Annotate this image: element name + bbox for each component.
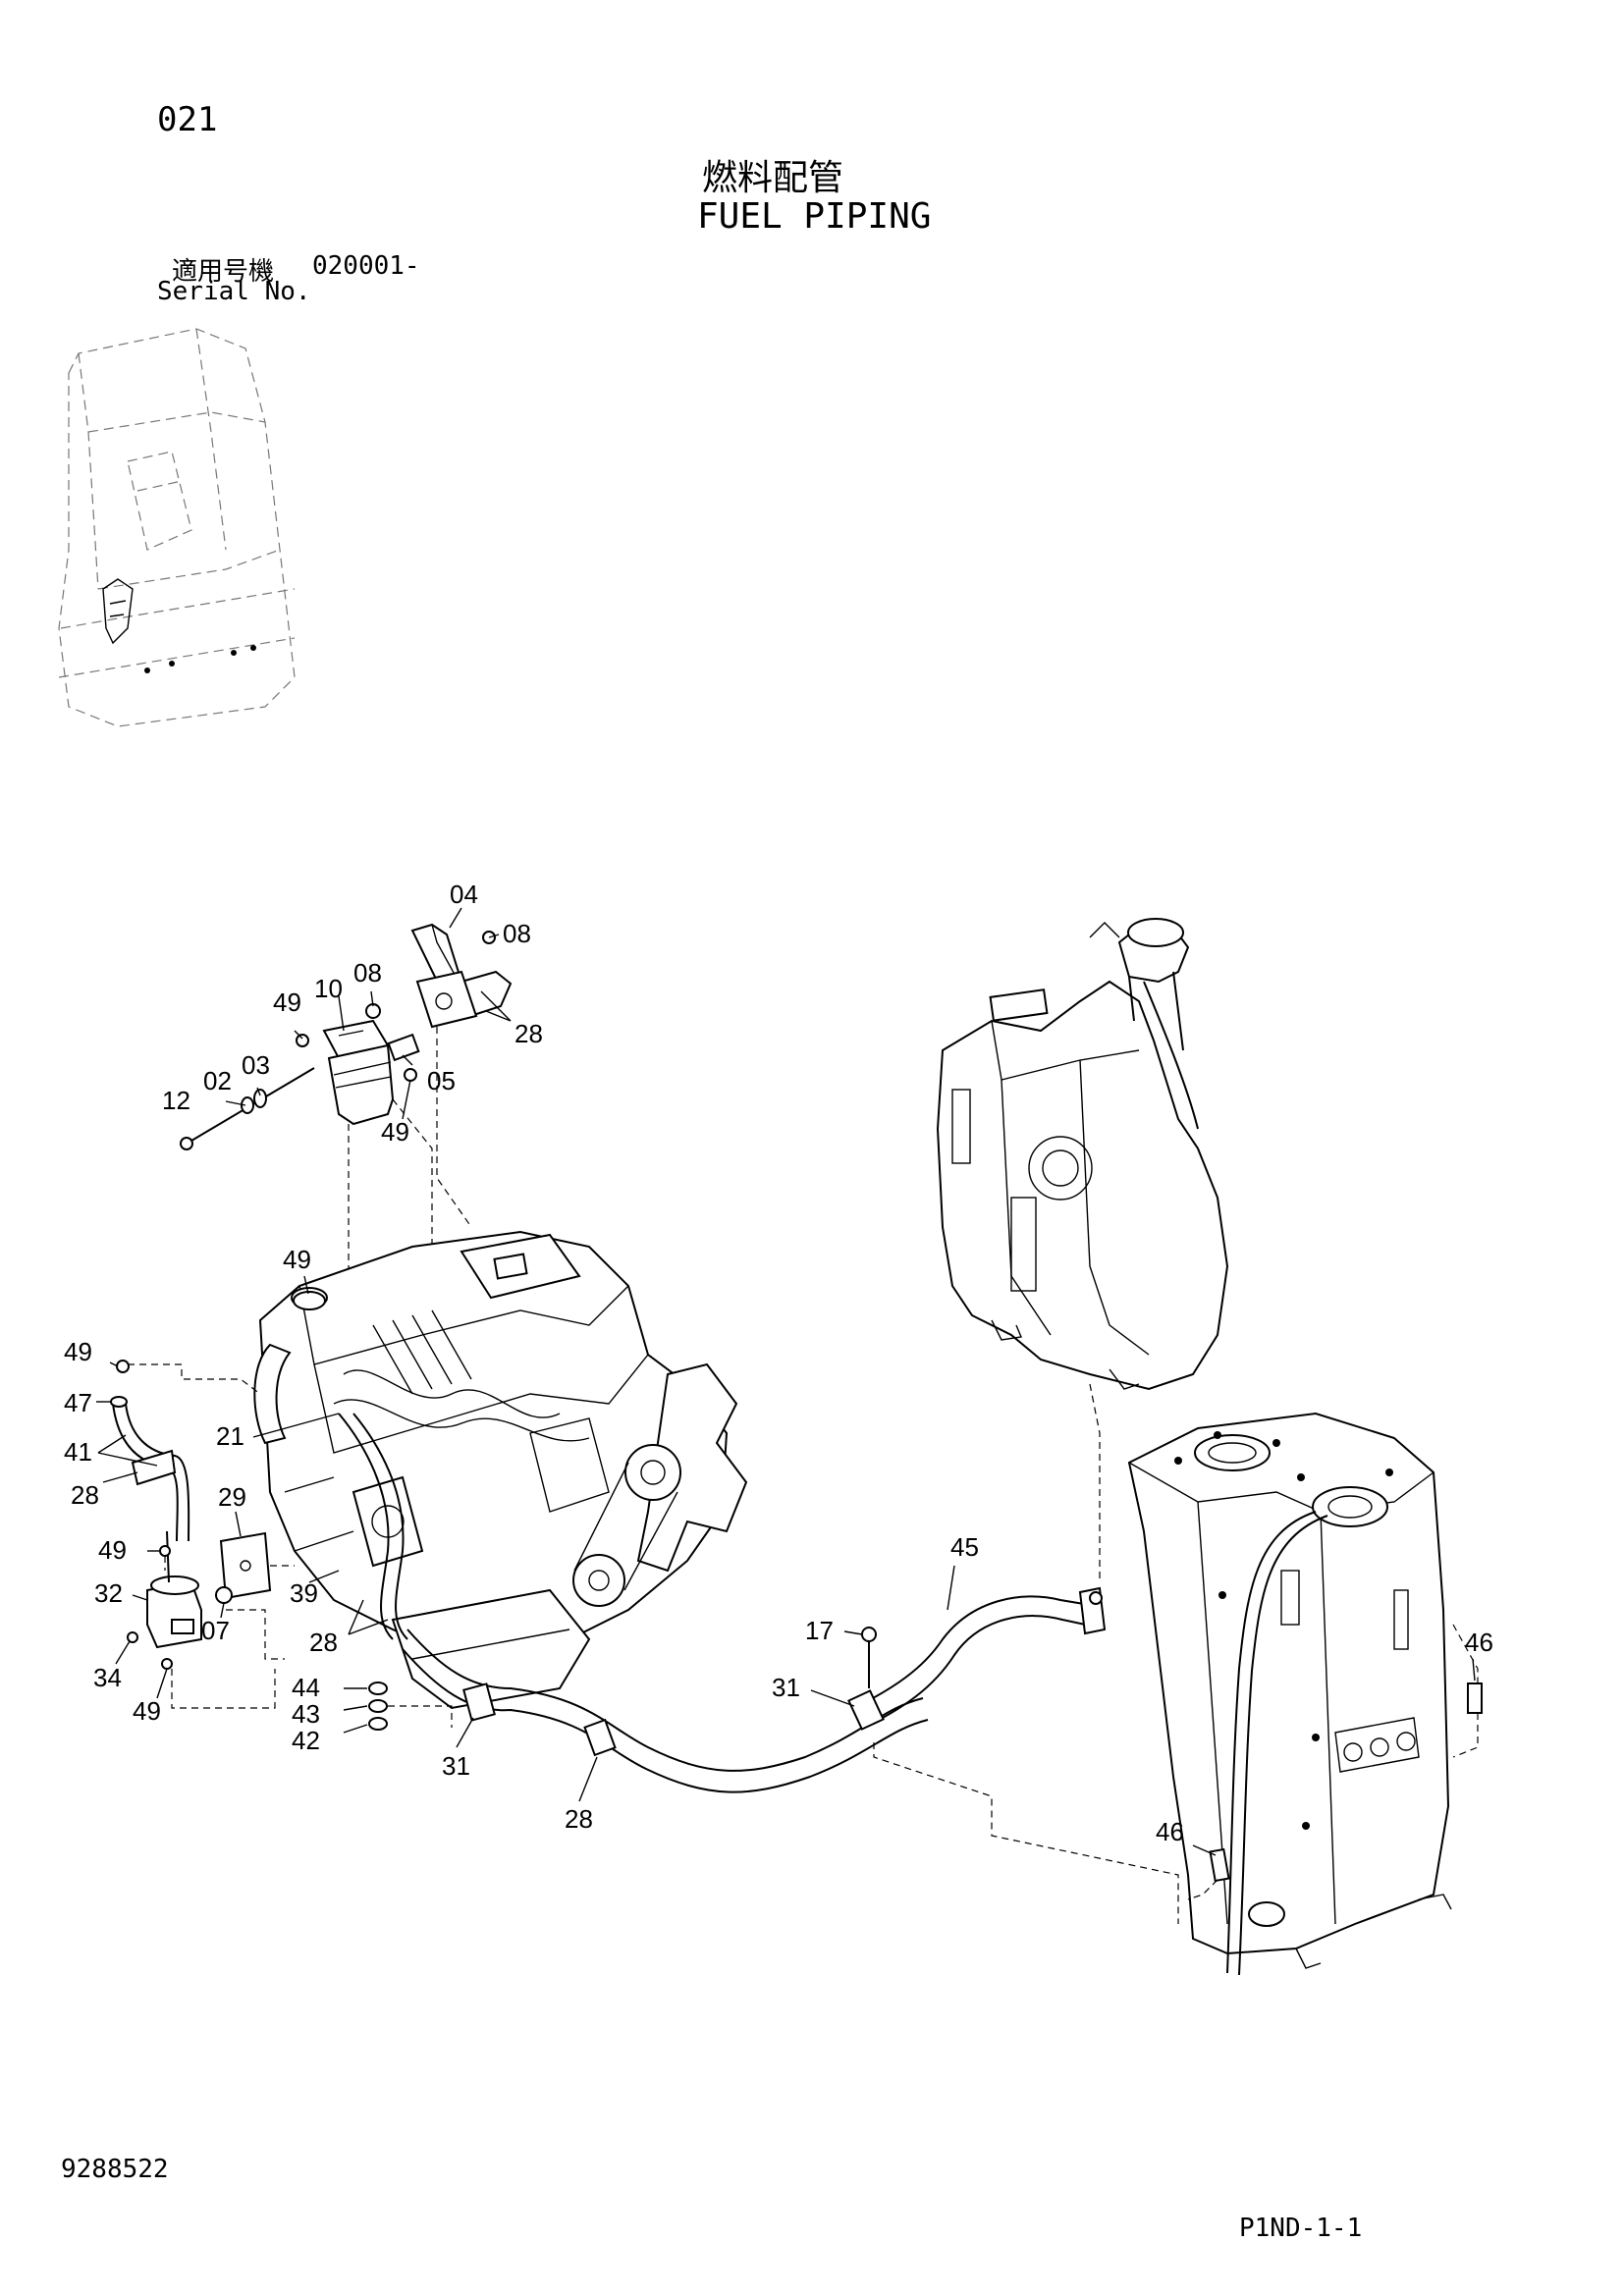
machine-overview-thumbnail <box>58 328 296 727</box>
callout-08: 08 <box>503 919 531 948</box>
callout-49: 49 <box>283 1245 311 1274</box>
callout-28: 28 <box>71 1480 99 1510</box>
callout-04: 04 <box>450 880 478 909</box>
page-number: 021 <box>157 100 218 139</box>
callout-08: 08 <box>353 958 382 988</box>
callout-34: 34 <box>93 1663 122 1692</box>
page-title-en: FUEL PIPING <box>697 196 932 237</box>
page-title-jp: 燃料配管 <box>702 158 844 198</box>
callout-labels: 04 08 08 10 49 28 12 02 03 05 49 49 49 4… <box>64 880 1493 1846</box>
upper-fuel-tank <box>936 918 1229 1391</box>
callout-47: 47 <box>64 1388 92 1417</box>
callout-44: 44 <box>292 1673 320 1702</box>
fuel-filter-assembly <box>180 923 513 1276</box>
callout-49: 49 <box>64 1337 92 1366</box>
callout-29: 29 <box>218 1482 246 1512</box>
callout-49: 49 <box>133 1696 161 1726</box>
sheet-code: P1ND-1-1 <box>1239 2214 1363 2243</box>
callout-28: 28 <box>514 1019 543 1048</box>
callout-41: 41 <box>64 1437 92 1467</box>
callout-45: 45 <box>950 1532 979 1562</box>
callout-05: 05 <box>427 1066 456 1095</box>
callout-17: 17 <box>805 1616 834 1645</box>
serial-label-jp: 適用号機 <box>172 257 275 287</box>
engine <box>253 1230 748 1710</box>
callout-12: 12 <box>162 1086 190 1115</box>
callout-49: 49 <box>381 1117 409 1147</box>
callout-07: 07 <box>201 1616 230 1645</box>
callout-39: 39 <box>290 1578 318 1608</box>
callout-31: 31 <box>442 1751 470 1781</box>
callout-21: 21 <box>216 1421 244 1451</box>
callout-32: 32 <box>94 1578 123 1608</box>
document-number: 9288522 <box>61 2155 169 2184</box>
callout-46: 46 <box>1465 1628 1493 1657</box>
left-side-components <box>110 1360 295 1709</box>
callout-31: 31 <box>772 1673 800 1702</box>
callout-28: 28 <box>565 1804 593 1834</box>
callout-49: 49 <box>273 988 301 1017</box>
callout-46: 46 <box>1156 1817 1184 1846</box>
callout-43: 43 <box>292 1699 320 1729</box>
callout-28: 28 <box>309 1628 338 1657</box>
callout-49: 49 <box>98 1535 127 1565</box>
callout-02: 02 <box>203 1066 232 1095</box>
serial-value: 020001- <box>312 251 420 281</box>
fuel-hose-route <box>368 1383 1179 1924</box>
callout-42: 42 <box>292 1726 320 1755</box>
callout-10: 10 <box>314 974 343 1003</box>
serial-label-en: Serial No. <box>157 277 311 306</box>
callout-03: 03 <box>242 1050 270 1080</box>
lower-fuel-tank <box>1127 1412 1483 1976</box>
leader-lines <box>96 907 1476 1856</box>
